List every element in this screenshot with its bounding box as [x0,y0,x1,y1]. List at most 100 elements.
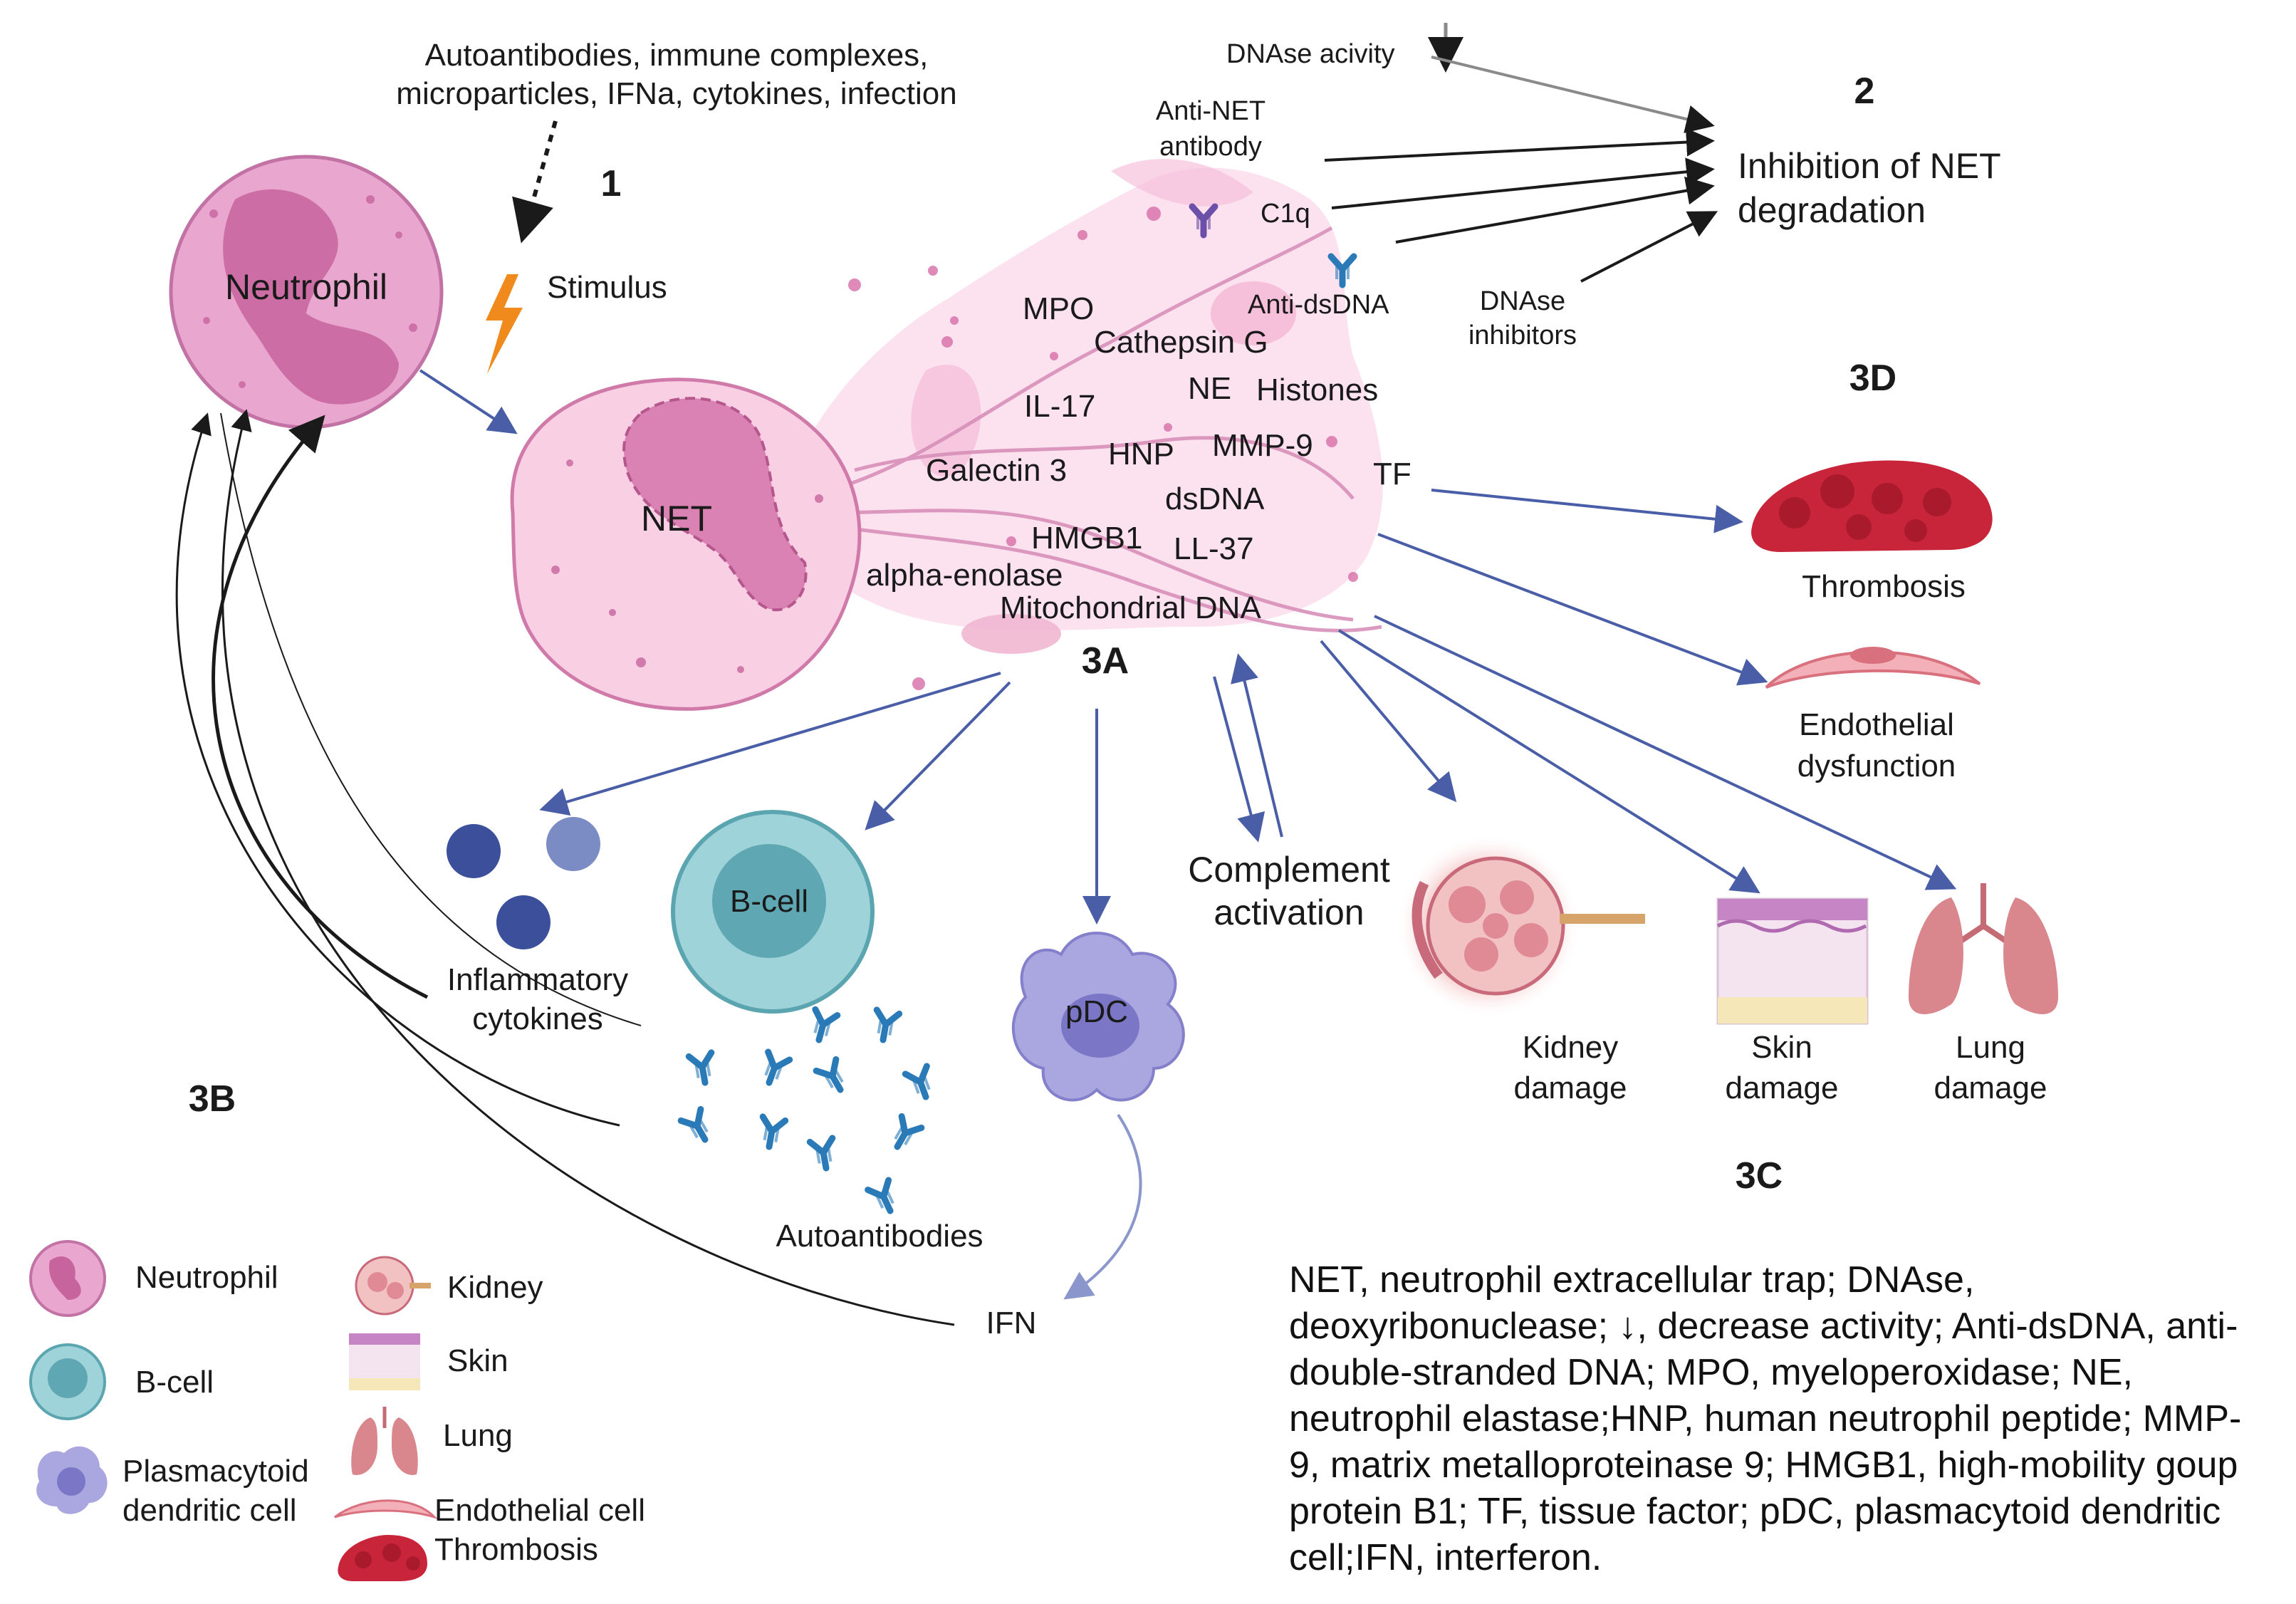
bcell-icon: B-cell [671,810,875,1014]
skin-damage-label-2: damage [1725,1071,1838,1105]
complement-label-1: Complement [1188,850,1390,890]
lung-damage-label-2: damage [1934,1071,2047,1105]
bcell-label: B-cell [730,884,808,919]
net-to-bcell-arrow [865,681,1011,830]
step-3b-label: 3B [189,1078,236,1120]
abbreviations-footnote: NET, neutrophil extracellular trap; DNAs… [1289,1259,2242,1578]
step-1-label: 1 [601,163,622,204]
net-components: MPO Cathepsin G IL-17 NE Histones HNP MM… [866,291,1411,625]
complement-to-net-arrow [1231,653,1283,838]
component-alpha-enolase: alpha-enolase [866,558,1063,593]
legend-neutrophil-icon [29,1240,106,1317]
legend-pdc-icon [36,1446,108,1514]
legend-kidney-label: Kidney [447,1270,543,1305]
component-hnp: HNP [1108,437,1174,472]
dnase-inhibitors-label-1: DNAse [1480,286,1565,316]
ifn-label: IFN [986,1306,1037,1340]
component-cathepsin-g: Cathepsin G [1094,325,1268,360]
lung-damage-label-1: Lung [1956,1030,2025,1065]
component-dsdna: dsDNA [1165,481,1265,516]
inhibition-label-1: Inhibition of NET [1738,146,2001,186]
legend-bcell-label: B-cell [135,1365,214,1400]
inhibition-label-2: degradation [1738,190,1926,230]
component-mitochondrial-dna: Mitochondrial DNA [1000,590,1261,625]
legend-endothelial-icon [334,1499,438,1520]
net-to-endothelial-arrow [1377,533,1768,686]
lung-damage-icon [1909,883,2058,1014]
component-ne: NE [1188,371,1231,406]
stimulus-inputs-line-2: microparticles, IFNa, cytokines, infecti… [396,76,956,111]
legend-skin-label: Skin [447,1343,508,1378]
legend-skin-icon [349,1333,420,1390]
skin-damage-label-1: Skin [1751,1030,1812,1065]
step-3d-label: 3D [1849,358,1896,399]
pdc-to-ifn-arrow [1063,1113,1142,1300]
legend-lung-label: Lung [443,1418,513,1453]
cytokines-label-1: Inflammatory [447,962,628,997]
component-histones: Histones [1256,373,1378,407]
thrombosis-label: Thrombosis [1802,569,1966,604]
dnase-inhibitors-label-2: inhibitors [1468,321,1577,350]
dnase-inhibitors-arrow [1580,211,1718,283]
neutrophil-to-net-arrow [419,369,518,434]
c1q-arrow [1331,157,1715,209]
cytokine-icons [447,817,600,949]
net-cloud [783,159,1383,690]
step-2-label: 2 [1854,71,1875,112]
stimulus-inputs-line-1: Autoantibodies, immune complexes, [425,38,929,73]
autoantibodies-label: Autoantibodies [776,1219,983,1254]
net-cell: NET [510,377,862,711]
legend-neutrophil-label: Neutrophil [135,1260,278,1295]
kidney-damage-label-1: Kidney [1523,1030,1619,1065]
degradation-section: DNAse acivity Anti-NET antibody C1q Anti… [1156,23,2001,350]
anti-dsdna-arrow [1395,176,1715,244]
component-tf: TF [1373,457,1411,491]
anti-net-label-1: Anti-NET [1156,96,1266,126]
legend-endothelial-label: Endothelial cell [434,1493,645,1528]
step-3a-label: 3A [1082,640,1129,682]
kidney-damage-label-2: damage [1513,1071,1627,1105]
stimulus-label: Stimulus [547,270,667,305]
pdc-label: pDC [1065,994,1128,1029]
legend-pdc-label-2: dendritic cell [122,1493,297,1528]
component-mmp-9: MMP-9 [1212,428,1313,463]
dnase-activity-arrow [1431,56,1715,133]
anti-net-arrow [1324,127,1715,162]
legend-bcell-icon [29,1343,106,1420]
net-to-kidney-arrow [1320,640,1457,803]
autoantibody-feedback-arrow [175,412,620,1127]
pdc-icon: pDC [1011,932,1185,1102]
neutrophil-label: Neutrophil [225,267,387,307]
endothelial-label-2: dysfunction [1797,749,1956,783]
neutrophil-cell: Neutrophil [169,155,444,429]
net-to-cytokines-arrow [539,672,1001,816]
net-to-lung-arrow [1374,615,1957,890]
ifn-feedback-arrow [221,409,955,1326]
legend: Neutrophil B-cell Plasmacytoid dendritic… [29,1240,645,1581]
legend-kidney-icon [355,1256,431,1316]
endothelial-cell-icon [1765,647,1981,689]
complement-label-2: activation [1214,892,1364,932]
net-to-skin-arrow [1337,629,1760,894]
lightning-icon [486,274,523,374]
tf-to-thrombosis-arrow [1431,489,1743,533]
autoantibody-icons [681,1009,936,1216]
stimulus-dashed-arrow [512,120,558,244]
endothelial-label-1: Endothelial [1799,707,1954,742]
legend-thrombosis-label: Thrombosis [434,1532,598,1567]
net-label: NET [641,499,712,538]
anti-dsdna-label: Anti-dsDNA [1248,290,1389,320]
component-galectin-3: Galectin 3 [926,453,1067,488]
cytokines-label-2: cytokines [472,1001,602,1036]
legend-pdc-label-1: Plasmacytoid [122,1454,309,1489]
component-ll-37: LL-37 [1174,531,1254,566]
kidney-damage-icon [1396,833,1645,1019]
feedback-arrow-main [212,415,429,999]
component-hmgb1: HMGB1 [1031,521,1142,556]
component-il-17: IL-17 [1024,389,1095,424]
step-3c-label: 3C [1736,1155,1783,1197]
skin-damage-icon [1716,897,1869,1025]
net-to-complement-arrow [1213,676,1266,843]
anti-net-label-2: antibody [1159,132,1262,162]
